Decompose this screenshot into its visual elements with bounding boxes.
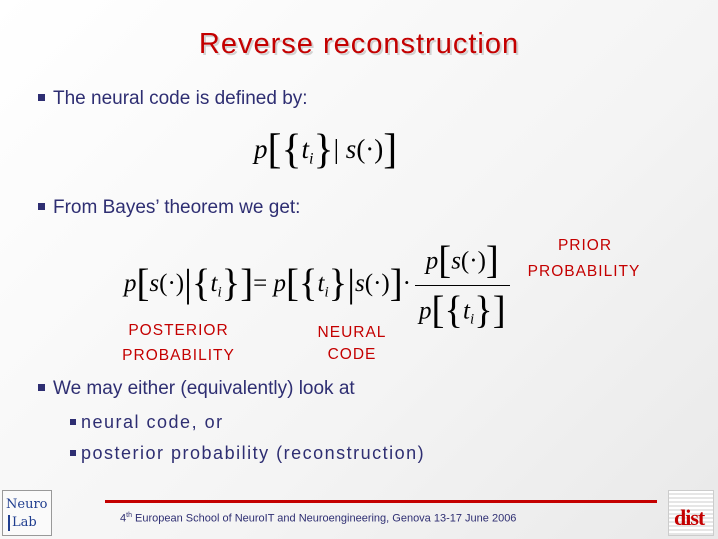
bullet-text: We may either (equivalently) look at <box>53 378 355 399</box>
fraction: p[s(·)]p[{ti}] <box>414 238 510 333</box>
bullet-neural-code: The neural code is defined by: <box>38 88 308 110</box>
label-prior: PRIOR <box>557 237 613 254</box>
bullet-text: The neural code is defined by: <box>53 88 308 109</box>
sub-bullet-posterior: posterior probability (reconstruction) <box>70 443 425 464</box>
label-prior-probability: PROBABILITY <box>527 263 641 280</box>
bullet-either: We may either (equivalently) look at <box>38 378 355 400</box>
formula-neural-code: p[{ti}| s(·)] <box>254 127 398 173</box>
label-posterior: POSTERIOR PROBABILITY <box>122 322 235 364</box>
label-neural-code: NEURAL CODE <box>317 324 387 363</box>
sub-bullet-neural-code: neural code, or <box>70 412 224 433</box>
bullet-bayes: From Bayes’ theorem we get: <box>38 197 300 219</box>
neurolab-logo: Neuro Lab <box>2 490 52 536</box>
square-bullet-icon <box>70 419 76 425</box>
square-bullet-icon <box>70 450 76 456</box>
bullet-text: From Bayes’ theorem we get: <box>53 197 301 218</box>
square-bullet-icon <box>38 384 45 391</box>
footer-divider <box>105 500 657 503</box>
square-bullet-icon <box>38 203 45 210</box>
dist-logo: dist <box>668 490 714 536</box>
slide-title: Reverse reconstruction <box>198 28 520 60</box>
sub-bullet-text: neural code, or <box>81 412 224 432</box>
sub-bullet-text: posterior probability (reconstruction) <box>81 443 426 463</box>
footer-text: 4th European School of NeuroIT and Neuro… <box>120 512 517 525</box>
square-bullet-icon <box>38 94 45 101</box>
formula-bayes: p[s(·)|{ti}]= p[{ti}|s(·)]·p[s(·)]p[{ti}… <box>124 238 510 333</box>
